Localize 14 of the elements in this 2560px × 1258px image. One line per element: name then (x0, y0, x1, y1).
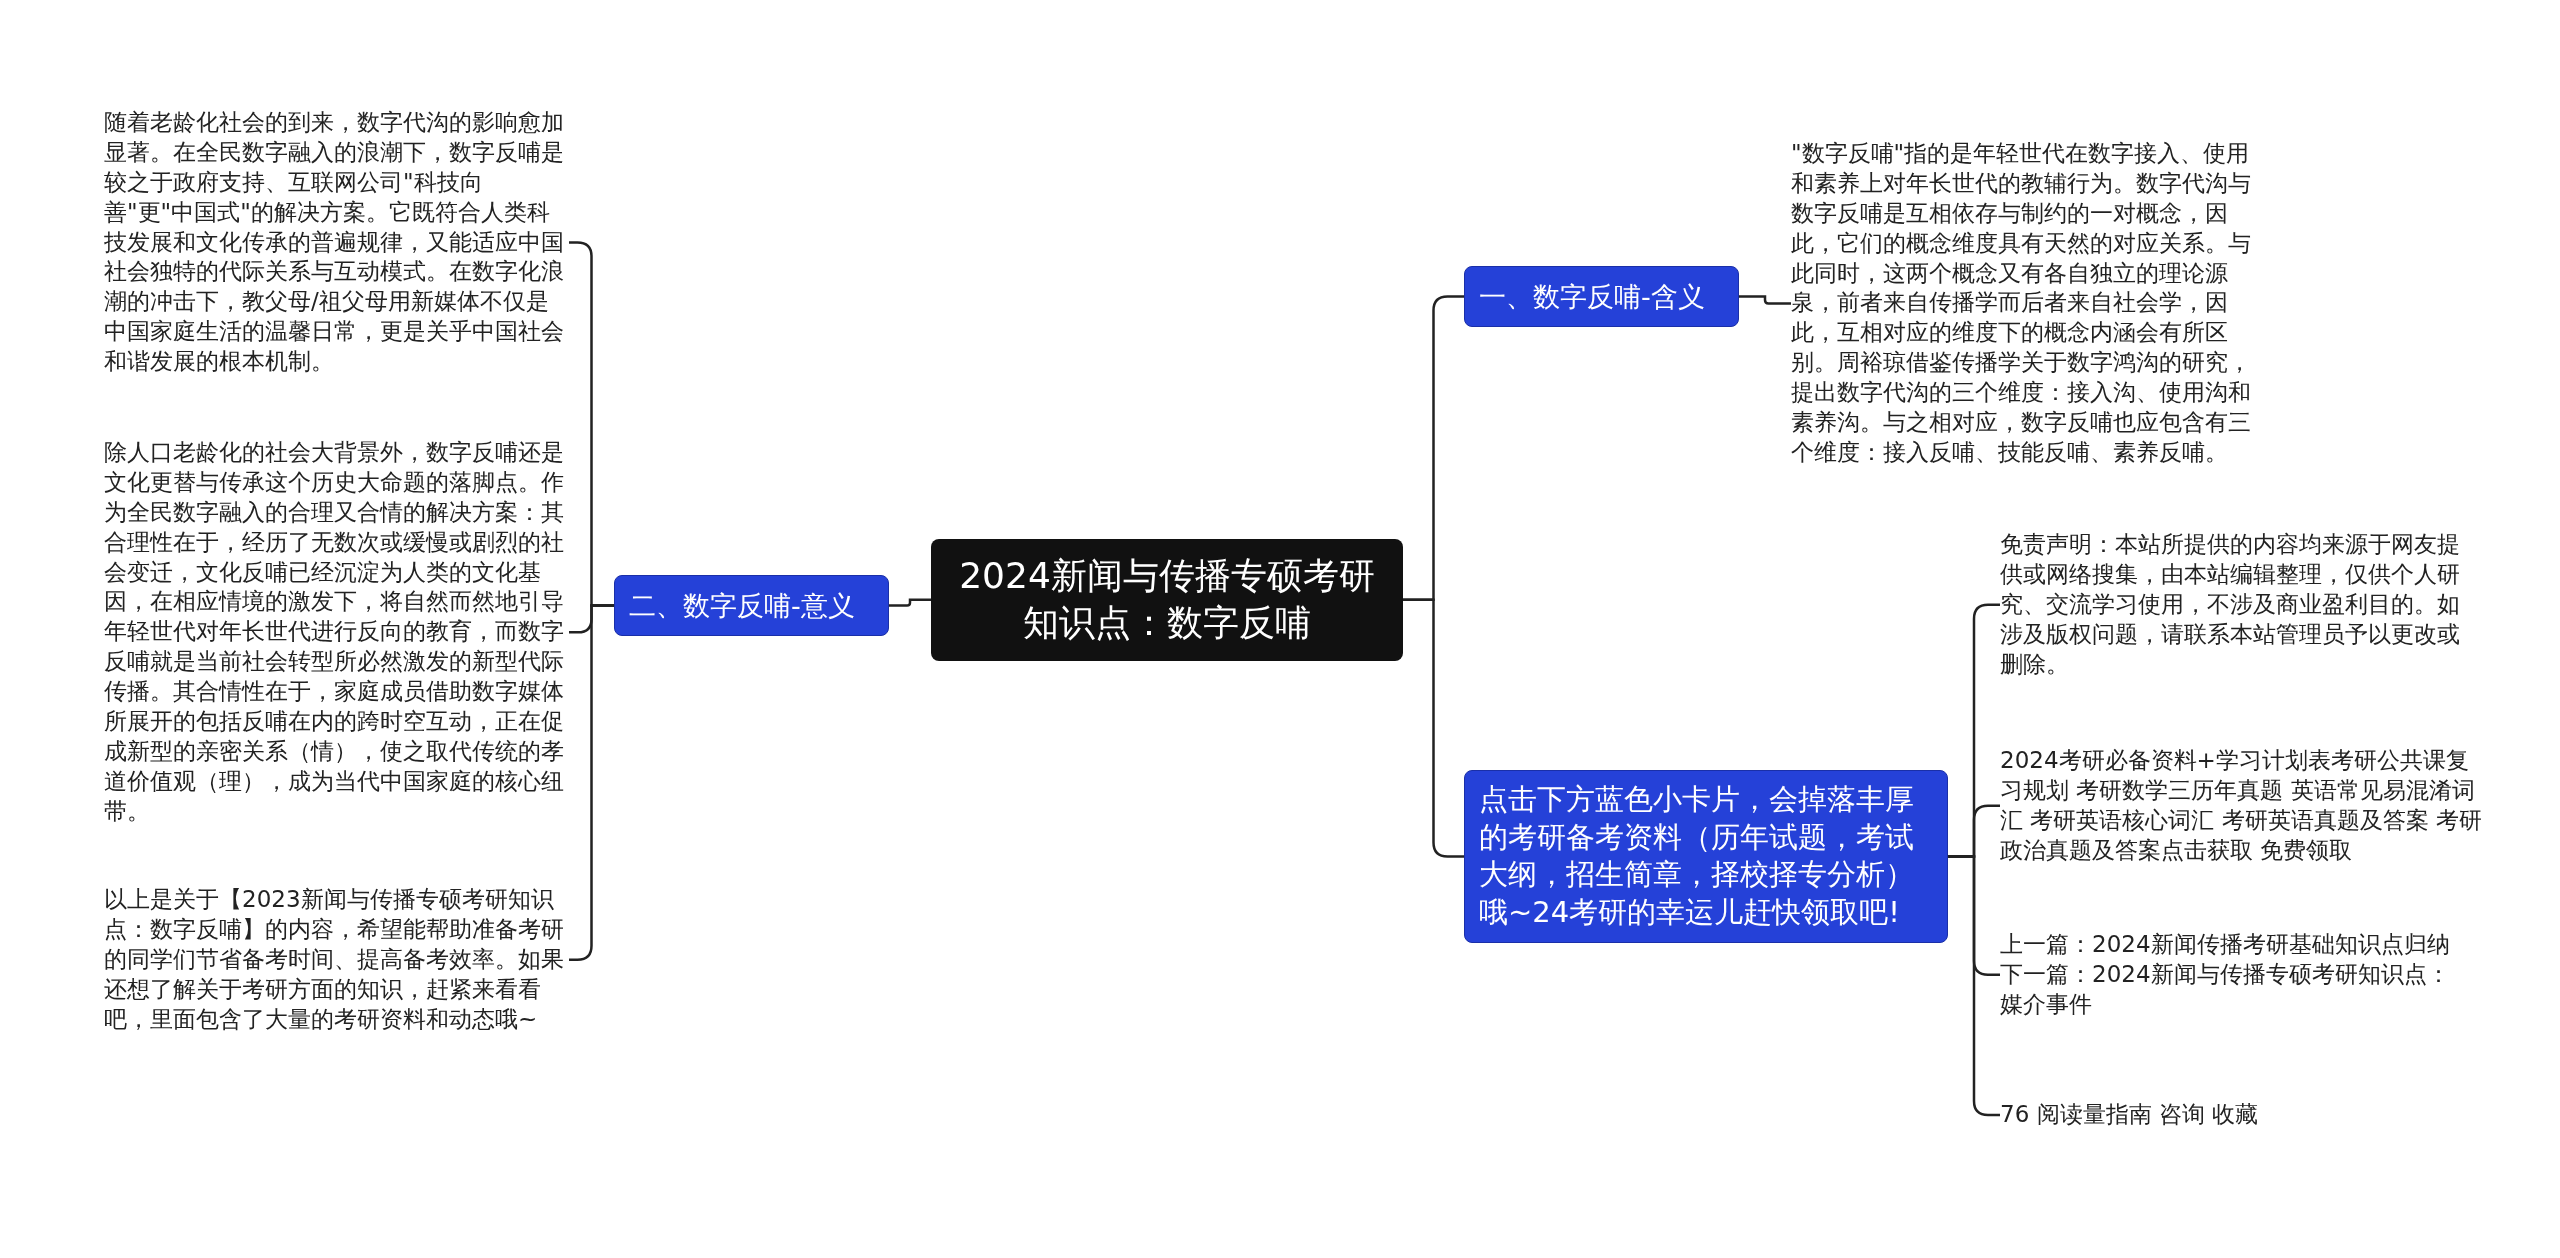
text-note: 除人口老龄化的社会大背景外，数字反哺还是文化更替与传承这个历史大命题的落脚点。作为全民数字融入的合理又合情的解决方案：其合理性在于，经历了无数次或缓慢或剧烈的社会变迁，文化反哺已经沉淀为人类的文化基因，在相应情境的激发下，将自然而然地引导年轻世代对年长世代进行反向的教育，而数字反哺就是当前社会转型所必然激发的新型代际传播。其合情性在于，家庭成员借助数字媒体所展开的包括反哺在内的跨时空互动，正在促成新型的亲密关系（情），使之取代传统的孝道价值观（理），成为当代中国家庭的核心纽带。 (104, 438, 569, 827)
text-note: 2024考研必备资料+学习计划表考研公共课复习规划 考研数学三历年真题 英语常见易混淆词汇 考研英语核心词汇 考研英语真题及答案 考研政治真题及答案点击获取 免费领取 (2000, 746, 2490, 866)
text-note: 随着老龄化社会的到来，数字代沟的影响愈加显著。在全民数字融入的浪潮下，数字反哺是较之于政府支持、互联网公司"科技向善"更"中国式"的解决方案。它既符合人类科技发展和文化传承的普遍规律，又能适应中国社会独特的代际关系与互动模式。在数字化浪潮的冲击下，教父母/祖父母用新媒体不仅是中国家庭生活的温馨日常，更是关乎中国社会和谐发展的根本机制。 (104, 108, 569, 377)
connector-line (1739, 295, 1791, 305)
text-note: 上一篇：2024新闻传播考研基础知识点归纳 下一篇：2024新闻与传播专硕考研知识点：媒介事件 (2000, 930, 2470, 1020)
text-note: "数字反哺"指的是年轻世代在数字接入、使用和素养上对年长世代的教辅行为。数字代沟与数字反哺是互相依存与制约的一对概念，因此，它们的概念维度具有天然的对应关系。与此同时，这两个概念又有各自独立的理论源泉，前者来自传播学而后者来自社会学，因此，互相对应的维度下的概念内涵会有所区别。周裕琼借鉴传播学关于数字鸿沟的研究，提出数字代沟的三个维度：接入沟、使用沟和素养沟。与之相对应，数字反哺也应包含有三个维度：接入反哺、技能反哺、素养反哺。 (1791, 139, 2261, 468)
topic-box: 二、数字反哺-意义 (614, 575, 889, 637)
text-note: 以上是关于【2023新闻与传播专硕考研知识点：数字反哺】的内容，希望能帮助准备考研的同学们节省备考时间、提高备考效率。如果还想了解关于考研方面的知识，赶紧来看看吧，里面包含了大量的考研资料和动态哦~ (104, 885, 569, 1035)
disclaimer-text: 免责声明：本站所提供的内容均来源于网友提供或网络搜集，由本站编辑整理，仅供个人研究、交流学习使用，不涉及商业盈利目的。如涉及版权问题，请联系本站管理员予以更改或删除。 (2000, 530, 2470, 680)
connector-line (889, 598, 931, 607)
central-topic-box: 2024新闻与传播专硕考研知识点：数字反哺 (931, 539, 1403, 661)
topic-box: 一、数字反哺-含义 (1464, 266, 1739, 328)
topic-box: 点击下方蓝色小卡片，会掉落丰厚的考研备考资料（历年试题，考试大纲，招生简章，择校择专分析）哦~24考研的幸运儿赶快领取吧! (1464, 770, 1948, 943)
text-note: 76 阅读量指南 咨询 收藏 (2000, 1100, 2470, 1130)
